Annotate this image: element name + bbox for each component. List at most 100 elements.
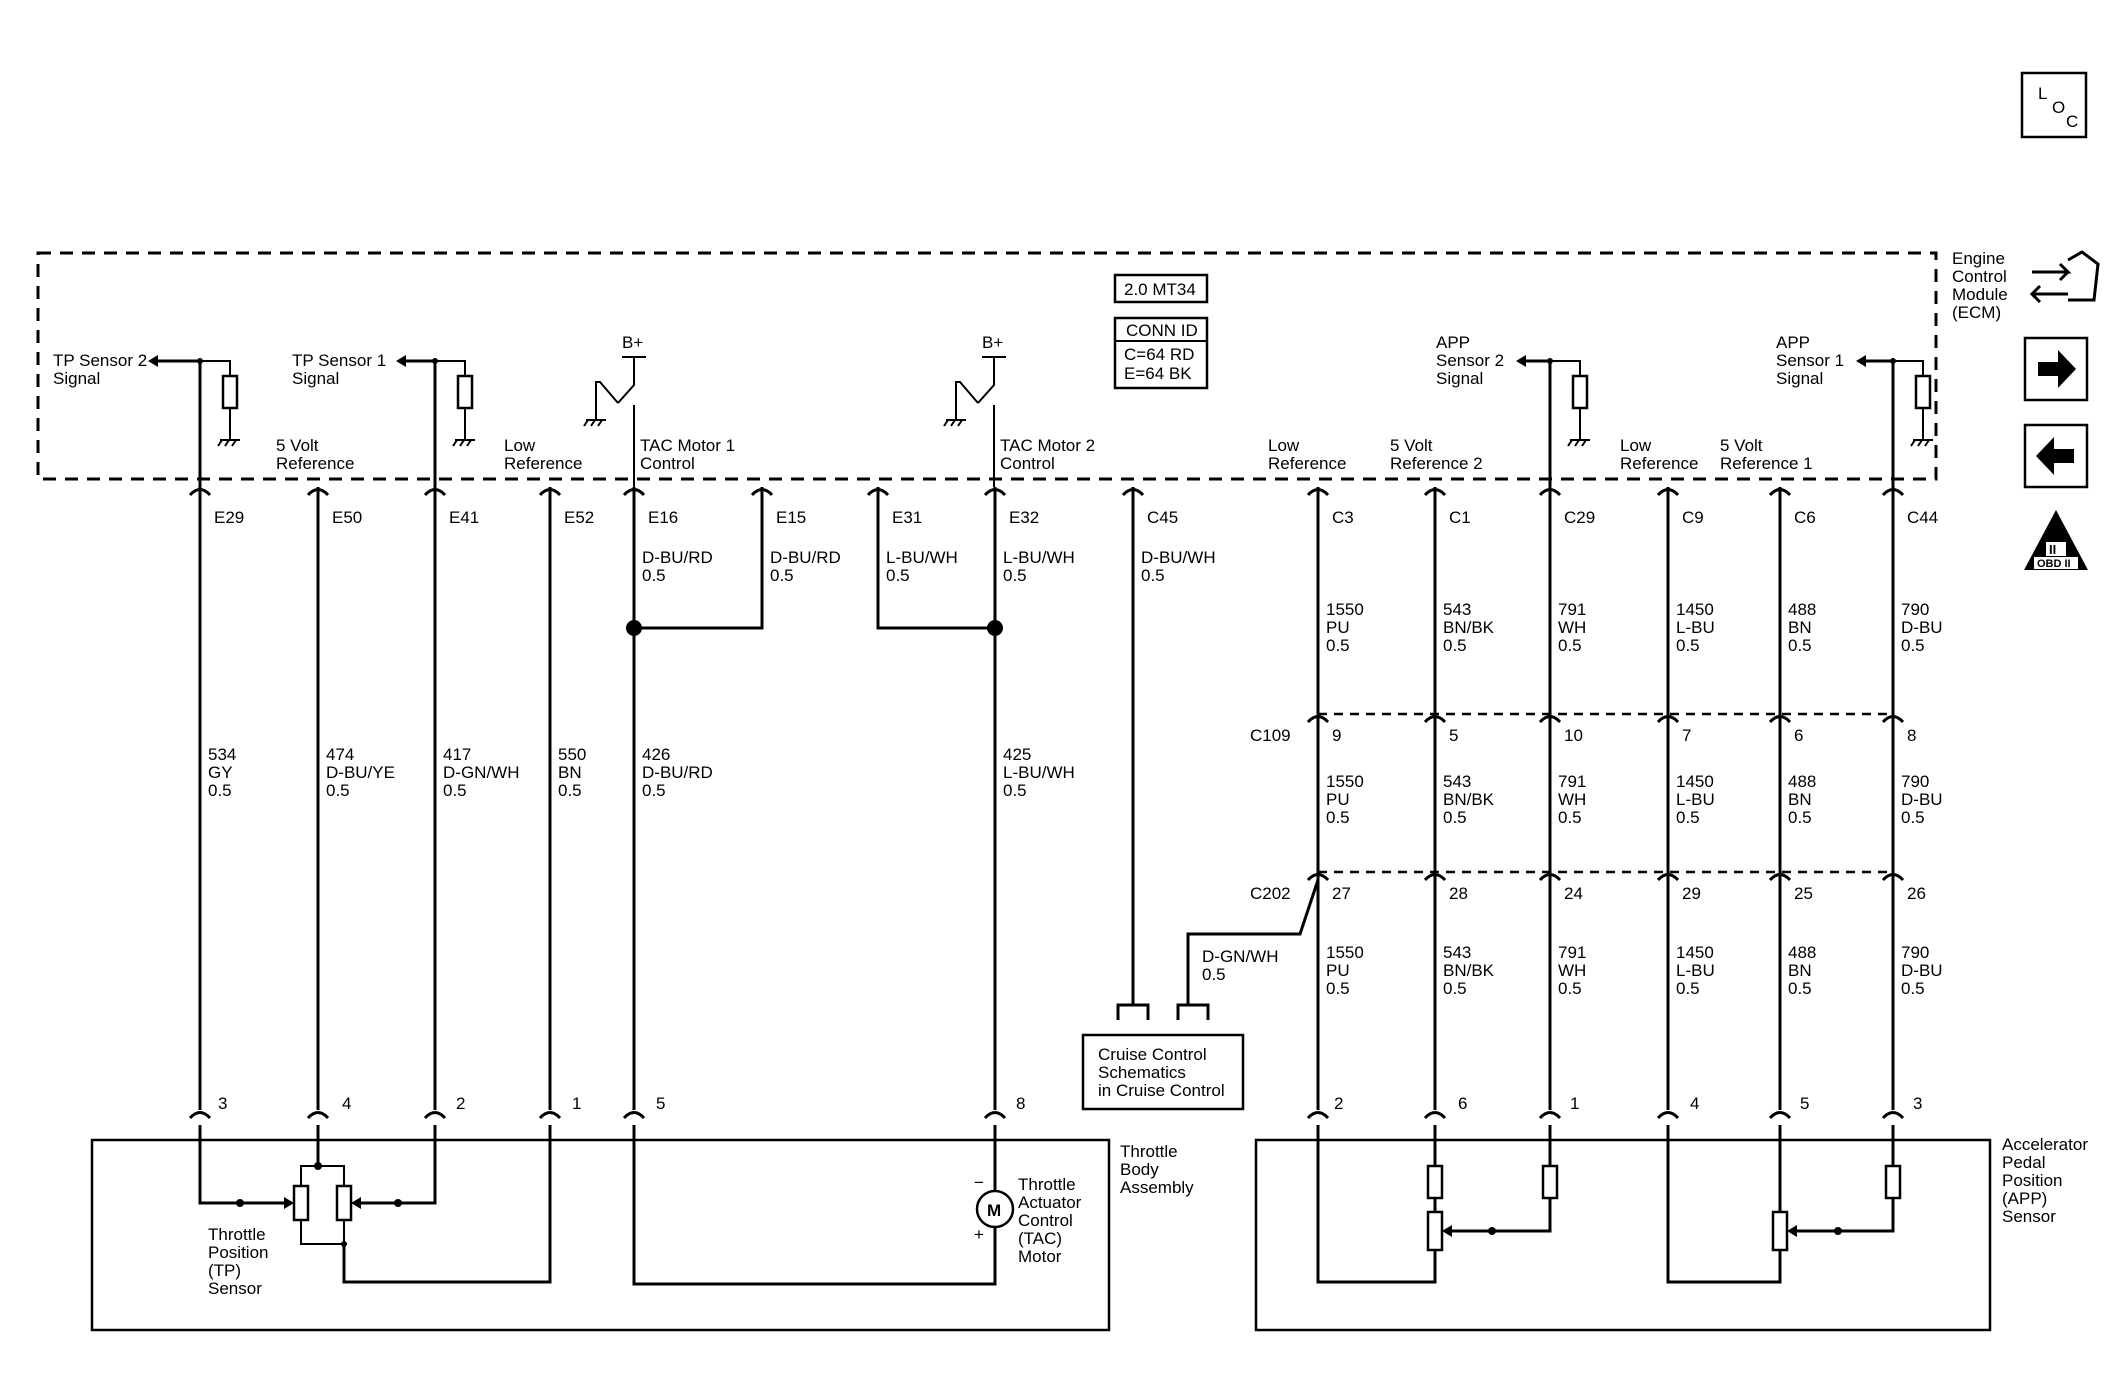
loc-icon[interactable]: L O C — [2020, 71, 2088, 139]
svg-text:L-BU/WH: L-BU/WH — [886, 548, 958, 567]
svg-text:1450: 1450 — [1676, 772, 1714, 791]
svg-text:0.5: 0.5 — [326, 781, 350, 800]
right-circuit-labels-middle: 1550 PU 0.5 543 BN/BK 0.5 791 WH 0.5 145… — [1326, 772, 1943, 827]
svg-text:BN: BN — [558, 763, 582, 782]
ecm-label-app1: APP Sensor 1 Signal — [1776, 333, 1844, 388]
motor-minus: − — [974, 1173, 984, 1192]
svg-text:0.5: 0.5 — [1443, 636, 1467, 655]
svg-text:790: 790 — [1901, 943, 1929, 962]
pin-c45: C45 — [1147, 508, 1178, 527]
right-circuit-labels-lower: 1550 PU 0.5 543 BN/BK 0.5 791 WH 0.5 145… — [1326, 943, 1943, 998]
svg-text:0.5: 0.5 — [1788, 979, 1812, 998]
obd-ii-icon[interactable]: II OBD II — [2024, 510, 2088, 570]
svg-text:0.5: 0.5 — [558, 781, 582, 800]
svg-text:0.5: 0.5 — [886, 566, 910, 585]
bplus-label-1: B+ — [622, 333, 643, 352]
engine-code: 2.0 MT34 — [1124, 280, 1196, 299]
pin-c3: C3 — [1332, 508, 1354, 527]
cruise-control-link: D-GN/WH 0.5 — [1116, 947, 1278, 1020]
svg-text:PU: PU — [1326, 961, 1350, 980]
svg-text:543: 543 — [1443, 943, 1471, 962]
ecm-label-low-ref-c9: Low Reference — [1620, 436, 1698, 473]
svg-text:0.5: 0.5 — [1558, 979, 1582, 998]
svg-text:Low: Low — [1620, 436, 1652, 455]
svg-text:Sensor: Sensor — [208, 1279, 262, 1298]
svg-text:5: 5 — [656, 1094, 665, 1113]
motor-symbol: M — [987, 1201, 1001, 1220]
svg-text:26: 26 — [1907, 884, 1926, 903]
pin-e32: E32 — [1009, 508, 1039, 527]
svg-text:0.5: 0.5 — [1676, 979, 1700, 998]
svg-text:Control: Control — [1952, 267, 2007, 286]
svg-text:Motor: Motor — [1018, 1247, 1062, 1266]
svg-text:5: 5 — [1800, 1094, 1809, 1113]
svg-text:TAC Motor 2: TAC Motor 2 — [1000, 436, 1095, 455]
svg-text:1450: 1450 — [1676, 600, 1714, 619]
svg-text:0.5: 0.5 — [1788, 636, 1812, 655]
svg-text:0.5: 0.5 — [1141, 566, 1165, 585]
svg-text:791: 791 — [1558, 772, 1586, 791]
svg-text:3: 3 — [218, 1094, 227, 1113]
svg-text:0.5: 0.5 — [1901, 636, 1925, 655]
engine-code-box — [1113, 273, 1209, 304]
svg-text:D-BU/RD: D-BU/RD — [642, 548, 713, 567]
svg-text:BN/BK: BN/BK — [1443, 961, 1495, 980]
svg-text:5 Volt: 5 Volt — [1720, 436, 1763, 455]
svg-text:1: 1 — [572, 1094, 581, 1113]
svg-text:Cruise Control: Cruise Control — [1098, 1045, 1207, 1064]
conn-id-e: E=64 BK — [1124, 364, 1192, 383]
svg-text:0.5: 0.5 — [1901, 808, 1925, 827]
svg-text:0.5: 0.5 — [1558, 636, 1582, 655]
ecm-wire-labels: D-BU/RD 0.5 D-BU/RD 0.5 L-BU/WH 0.5 L-BU… — [642, 548, 1216, 585]
svg-text:0.5: 0.5 — [443, 781, 467, 800]
app2-signal-pickup — [1516, 355, 1590, 487]
svg-text:WH: WH — [1558, 618, 1586, 637]
svg-text:Reference 1: Reference 1 — [1720, 454, 1813, 473]
svg-text:0.5: 0.5 — [1326, 808, 1350, 827]
svg-text:APP: APP — [1436, 333, 1470, 352]
svg-text:Throttle: Throttle — [208, 1225, 266, 1244]
svg-text:543: 543 — [1443, 600, 1471, 619]
pin-e16: E16 — [648, 508, 678, 527]
motor-plus: + — [974, 1225, 984, 1244]
svg-text:Signal: Signal — [53, 369, 100, 388]
tac-motor-circuit: M − + — [632, 1140, 1015, 1286]
app-sensor-pins: 2 6 1 4 5 3 — [1306, 1094, 1922, 1140]
svg-text:0.5: 0.5 — [1676, 808, 1700, 827]
svg-text:Control: Control — [640, 454, 695, 473]
svg-text:BN/BK: BN/BK — [1443, 790, 1495, 809]
cruise-control-box[interactable]: Cruise Control Schematics in Cruise Cont… — [1081, 1033, 1245, 1111]
svg-text:BN: BN — [1788, 961, 1812, 980]
connector-nav-icon[interactable] — [2029, 250, 2100, 304]
pin-c44: C44 — [1907, 508, 1938, 527]
svg-text:Accelerator: Accelerator — [2002, 1135, 2088, 1154]
svg-text:0.5: 0.5 — [642, 566, 666, 585]
svg-text:534: 534 — [208, 745, 236, 764]
svg-text:7: 7 — [1682, 726, 1691, 745]
svg-text:Signal: Signal — [1436, 369, 1483, 388]
svg-text:488: 488 — [1788, 600, 1816, 619]
conn-id-box — [1113, 316, 1209, 390]
svg-text:TAC Motor 1: TAC Motor 1 — [640, 436, 735, 455]
svg-text:1550: 1550 — [1326, 772, 1364, 791]
svg-text:1450: 1450 — [1676, 943, 1714, 962]
svg-text:1550: 1550 — [1326, 943, 1364, 962]
ecm-label-5v-ref-1: 5 Volt Reference 1 — [1720, 436, 1813, 473]
previous-arrow-icon[interactable] — [2023, 423, 2089, 489]
svg-text:Reference: Reference — [276, 454, 354, 473]
throttle-body-assembly — [90, 1138, 1111, 1332]
ecm-boundary — [36, 251, 1938, 481]
svg-text:in Cruise Control: in Cruise Control — [1098, 1081, 1225, 1100]
svg-text:Low: Low — [1268, 436, 1300, 455]
cruise-wire-gauge: 0.5 — [1202, 965, 1226, 984]
next-arrow-icon[interactable] — [2023, 336, 2089, 402]
obd-badge-top: II — [2049, 542, 2056, 557]
svg-text:0.5: 0.5 — [208, 781, 232, 800]
svg-text:Control: Control — [1018, 1211, 1073, 1230]
tp2-signal-pickup — [148, 355, 240, 487]
tp1-signal-pickup — [396, 355, 475, 487]
ecm-label-low-ref: Low Reference — [504, 436, 582, 473]
connector-c202: C202 27 28 24 29 25 26 — [1250, 870, 1926, 903]
svg-text:25: 25 — [1794, 884, 1813, 903]
svg-text:9: 9 — [1332, 726, 1341, 745]
